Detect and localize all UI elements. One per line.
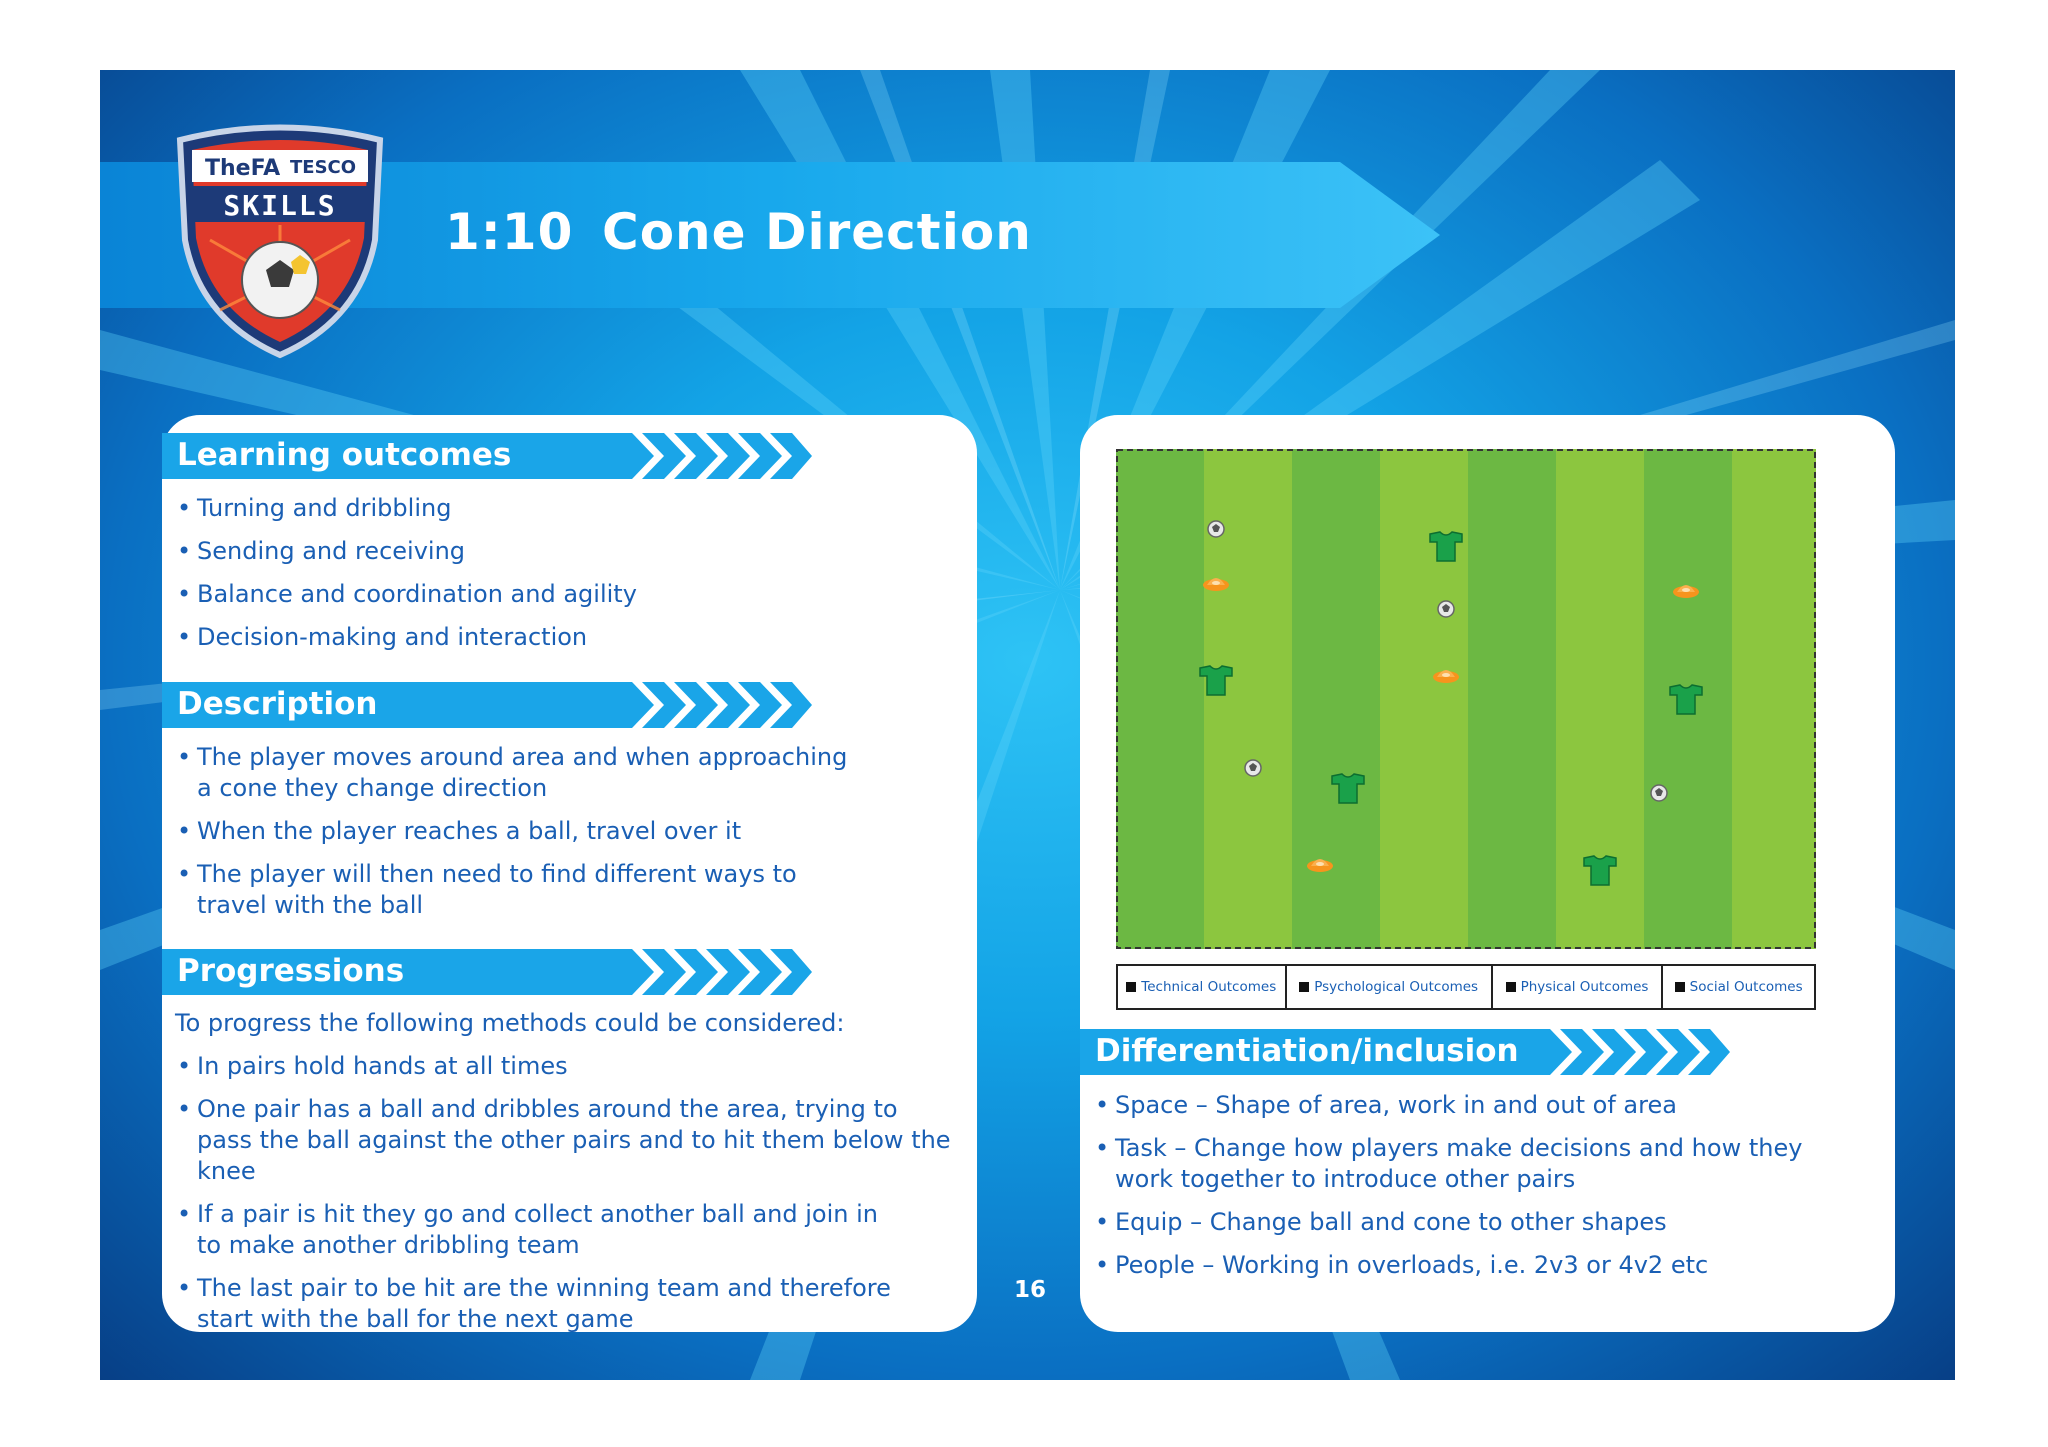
learning-outcomes-header: Learning outcomes (162, 431, 812, 481)
cone-icon (1433, 670, 1459, 683)
list-item: The player moves around area and when ap… (177, 742, 857, 804)
legend-square-icon (1126, 982, 1137, 992)
learning-outcomes-list: Turning and dribbling Sending and receiv… (177, 493, 947, 665)
ball-icon (1650, 784, 1668, 802)
legend-square-icon (1674, 982, 1685, 992)
list-item: Space – Shape of area, work in and out o… (1095, 1090, 1815, 1121)
page: 1:10 Cone Direction TheFA TESCO SKILLS (100, 70, 1955, 1380)
description-title: Description (177, 686, 378, 722)
list-item: Decision-making and interaction (177, 622, 947, 653)
player-bib-icon (1429, 531, 1463, 562)
list-item: The player will then need to find differ… (177, 859, 797, 921)
right-content-panel: Technical Outcomes Psychological Outcome… (1080, 415, 1895, 1332)
player-bib-icon (1583, 855, 1617, 886)
legend-square-icon (1299, 982, 1310, 992)
cone-icon (1307, 859, 1333, 872)
progressions-title: Progressions (177, 953, 405, 989)
progressions-header: Progressions (162, 947, 812, 997)
list-item: Balance and coordination and agility (177, 579, 947, 610)
ball-icon (1244, 759, 1262, 777)
progressions-list: In pairs hold hands at all times One pai… (177, 1051, 957, 1347)
differentiation-list: Space – Shape of area, work in and out o… (1095, 1090, 1815, 1293)
progressions-intro: To progress the following methods could … (175, 1009, 845, 1037)
title-banner (100, 162, 1440, 308)
chevron-banner-icon (162, 682, 812, 728)
list-item: Turning and dribbling (177, 493, 947, 524)
learning-outcomes-title: Learning outcomes (177, 437, 512, 473)
chevron-banner-icon (162, 949, 812, 995)
legend-square-icon (1505, 982, 1516, 992)
differentiation-header: Differentiation/inclusion (1080, 1027, 1730, 1077)
cone-icon (1673, 585, 1699, 598)
list-item: The last pair to be hit are the winning … (177, 1273, 897, 1335)
list-item: Equip – Change ball and cone to other sh… (1095, 1207, 1815, 1238)
player-bib-icon (1669, 684, 1703, 715)
svg-text:TheFA: TheFA (205, 156, 280, 181)
ball-icon (1207, 520, 1225, 538)
description-list: The player moves around area and when ap… (177, 742, 857, 933)
svg-text:TESCO: TESCO (290, 157, 356, 178)
list-item: When the player reaches a ball, travel o… (177, 816, 857, 847)
description-header: Description (162, 680, 812, 730)
activity-number: 1:10 (445, 203, 574, 261)
list-item: If a pair is hit they go and collect ano… (177, 1199, 897, 1261)
list-item: People – Working in overloads, i.e. 2v3 … (1095, 1250, 1815, 1281)
outcomes-legend: Technical Outcomes Psychological Outcome… (1116, 964, 1816, 1010)
svg-text:SKILLS: SKILLS (223, 189, 336, 222)
legend-social: Social Outcomes (1663, 966, 1814, 1008)
player-bib-icon (1199, 665, 1233, 696)
player-bib-icon (1331, 773, 1365, 804)
page-title: Cone Direction (602, 203, 1032, 261)
chevron-banner-icon (1080, 1029, 1730, 1075)
pitch-diagram (1116, 449, 1816, 949)
differentiation-title: Differentiation/inclusion (1095, 1033, 1519, 1069)
list-item: Task – Change how players make decisions… (1095, 1133, 1815, 1195)
pitch-stripes (1116, 449, 1816, 949)
chevron-banner-icon (162, 433, 812, 479)
list-item: Sending and receiving (177, 536, 947, 567)
pitch-boundary (1116, 449, 1816, 949)
legend-physical: Physical Outcomes (1493, 966, 1664, 1008)
legend-psychological: Psychological Outcomes (1287, 966, 1493, 1008)
fa-tesco-skills-logo: TheFA TESCO SKILLS (176, 124, 384, 359)
list-item: One pair has a ball and dribbles around … (177, 1094, 957, 1187)
cone-icon (1203, 578, 1229, 591)
page-number: 16 (1013, 1277, 1046, 1303)
left-content-panel: Learning outcomes Turning and dribbling … (162, 415, 977, 1333)
list-item: In pairs hold hands at all times (177, 1051, 957, 1082)
ball-icon (1437, 600, 1455, 618)
legend-technical: Technical Outcomes (1118, 966, 1287, 1008)
